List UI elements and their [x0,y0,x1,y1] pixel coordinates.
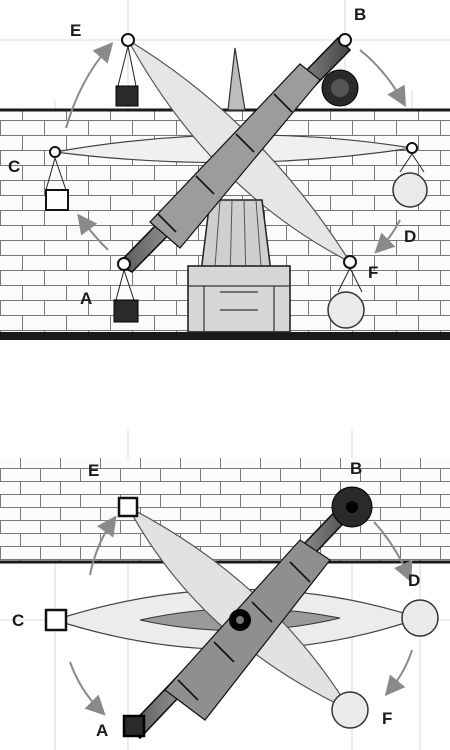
load-f [327,267,365,329]
pulley-c [49,146,61,158]
plan-load-d [401,599,439,637]
elevation-view: E B C D A F [0,0,450,340]
load-a [113,269,139,323]
plan-load-c [44,608,68,632]
plan-load-b-core [346,501,358,513]
label-f: F [368,263,378,282]
label-e: E [70,21,81,40]
load-b [321,69,359,107]
load-d [392,153,428,208]
plan-label-b: B [350,459,362,478]
plan-pivot-hub [236,616,244,624]
tower-base [187,265,291,333]
plan-load-f [331,691,369,729]
plan-view: E B C D A F [0,430,450,750]
plan-load-a [122,714,146,738]
pulley-d [406,142,418,154]
ground-line [0,332,450,340]
rotation-arrows [65,41,406,254]
label-b: B [354,5,366,24]
label-d: D [404,227,416,246]
plan-load-e [117,496,139,518]
plan-label-f: F [382,709,392,728]
plan-label-e: E [88,461,99,480]
label-c: C [8,157,20,176]
pulley-b [338,33,352,47]
pulley-a [117,257,131,271]
plan-rotation-arrows [69,515,413,716]
plan-label-a: A [96,721,108,740]
base-frame [188,285,290,332]
pulley-e [121,33,135,47]
plan-label-c: C [12,611,24,630]
pivot-spire [227,47,246,111]
load-e [115,45,139,107]
plan-label-d: D [408,571,420,590]
label-a: A [80,289,92,308]
plan-brick-wall [0,458,450,562]
load-c [45,157,69,211]
pulley-f [343,255,357,269]
